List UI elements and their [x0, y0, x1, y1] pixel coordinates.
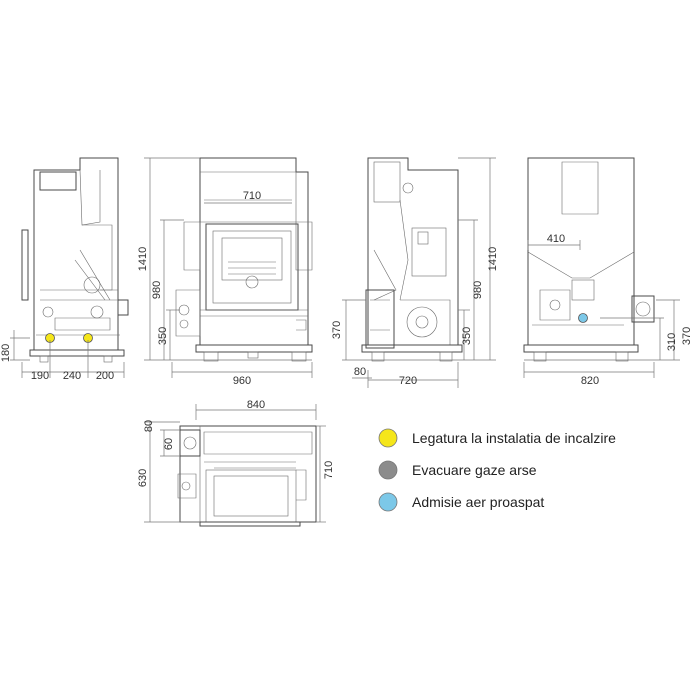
dim-180: 180 [0, 344, 12, 362]
side-view-right: 1410 980 350 370 80 720 [331, 157, 499, 388]
dim-200: 200 [96, 370, 114, 382]
front-view: 710 1410 980 350 960 [137, 157, 313, 387]
dim-370-rear: 370 [681, 327, 693, 345]
rear-view: 410 370 310 820 [523, 157, 693, 387]
legend-label: Evacuare gaze arse [412, 462, 537, 478]
dim-370-right: 370 [331, 321, 343, 339]
dim-410: 410 [547, 233, 565, 245]
dim-720: 720 [399, 375, 417, 387]
dim-840: 840 [247, 399, 265, 411]
dim-710-top: 710 [323, 461, 335, 479]
dim-350: 350 [157, 327, 169, 345]
dim-190: 190 [31, 370, 49, 382]
dim-980-right: 980 [472, 281, 484, 299]
legend-item: Legatura la instalatia de incalzire [378, 428, 616, 448]
dim-310: 310 [666, 333, 678, 351]
legend: Legatura la instalatia de incalzire Evac… [378, 428, 616, 512]
fresh-air-marker [578, 313, 588, 323]
top-view: 840 80 60 630 710 [137, 399, 335, 527]
dim-240: 240 [63, 370, 81, 382]
dim-630: 630 [137, 469, 149, 487]
dim-960: 960 [233, 375, 251, 387]
yellow-circle-icon [378, 428, 398, 448]
legend-item: Evacuare gaze arse [378, 460, 537, 480]
dim-710: 710 [243, 190, 261, 202]
dim-1410: 1410 [137, 247, 149, 271]
side-view-left: 180 190 240 200 [0, 157, 129, 382]
dim-60: 60 [163, 438, 175, 450]
legend-item: Admisie aer proaspat [378, 492, 544, 512]
legend-label: Legatura la instalatia de incalzire [412, 430, 616, 446]
grey-circle-icon [378, 460, 398, 480]
blue-circle-icon [378, 492, 398, 512]
dim-980: 980 [151, 281, 163, 299]
dim-350-right: 350 [461, 327, 473, 345]
dim-1410-right: 1410 [487, 247, 499, 271]
dim-80: 80 [354, 366, 366, 378]
dim-820: 820 [581, 375, 599, 387]
legend-label: Admisie aer proaspat [412, 494, 544, 510]
dim-80-top: 80 [143, 420, 155, 432]
